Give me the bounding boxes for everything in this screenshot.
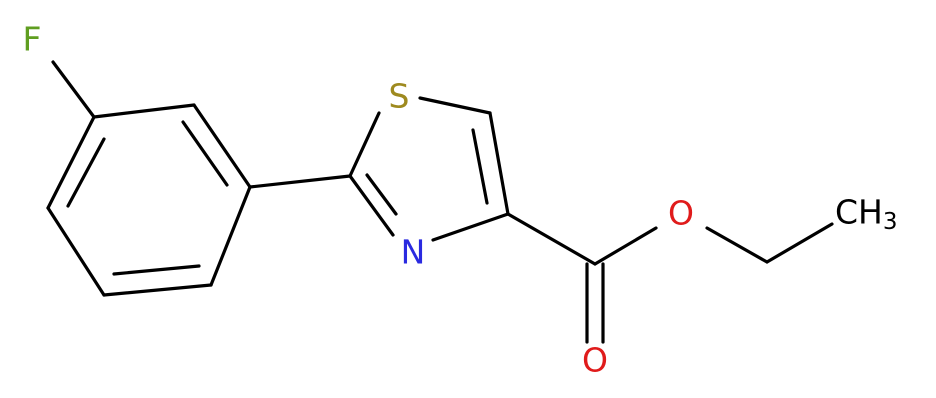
ester-group	[506, 212, 834, 344]
bond-benzene-c2-c3	[46, 206, 106, 297]
bond-benzene-c3-c4-inner	[112, 264, 201, 276]
bond-ch2-ch3	[765, 222, 834, 264]
bond-c5-c4-inner	[471, 128, 489, 205]
bond-c-f	[51, 60, 96, 119]
bond-c4-carbonyl	[506, 212, 597, 266]
fluorine-label: F	[23, 20, 42, 59]
thiazole-ring	[348, 96, 510, 242]
bond-aryl-thiazole	[248, 174, 352, 189]
carbonyl-oxygen-label: O	[582, 341, 608, 380]
bond-s-c5	[418, 96, 492, 115]
bond-n-c2	[348, 174, 395, 237]
bond-benzene-c6-c1	[92, 103, 196, 119]
nitrogen-label: N	[401, 233, 426, 272]
bond-benzene-c1-c2	[46, 115, 96, 210]
bond-n-c2-inner	[365, 173, 398, 216]
bond-benzene-c3-c4	[102, 283, 213, 297]
sulfur-label: S	[389, 77, 410, 116]
bond-c5-c4	[488, 111, 510, 216]
methyl-label-subscript: 3	[883, 209, 898, 235]
methyl-label-main: CH	[835, 193, 883, 232]
methyl-label: CH3	[835, 193, 898, 236]
ester-oxygen-label: O	[668, 194, 694, 233]
bond-benzene-c4-c5	[209, 185, 252, 287]
bond-o-ch2	[705, 226, 769, 264]
bond-benzene-c5-c6-inner	[181, 120, 229, 187]
bond-c2-s	[348, 111, 381, 178]
bond-c4-n	[431, 212, 510, 242]
bond-benzene-c1-c2-inner	[66, 137, 106, 208]
benzene-ring	[46, 103, 252, 297]
bond-benzene-c5-c6	[192, 103, 252, 189]
bond-carbonyl-o-ester	[593, 226, 658, 266]
